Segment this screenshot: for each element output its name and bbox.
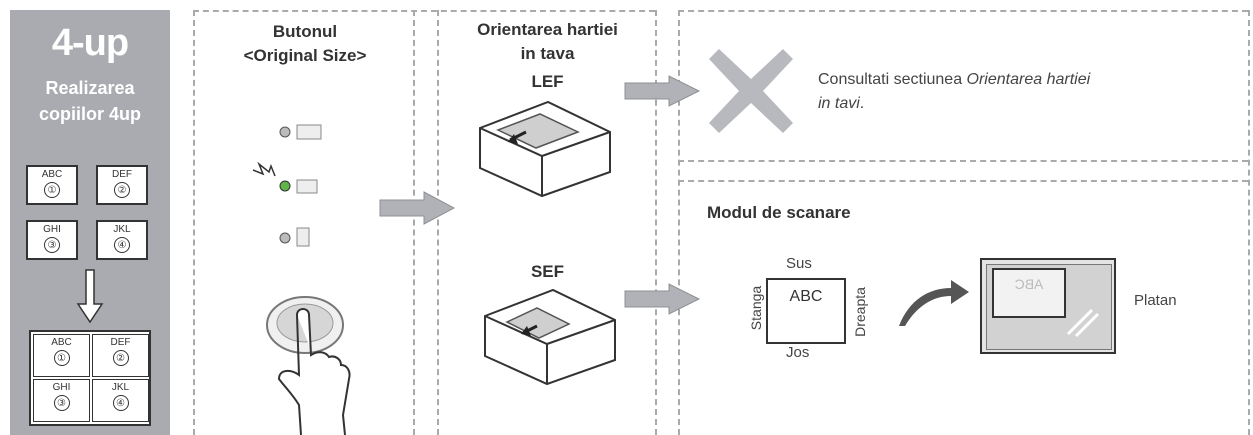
lef-label: LEF	[531, 72, 564, 91]
orientation-title-line1: Orientarea hartiei	[477, 20, 618, 39]
flash-icon	[252, 161, 276, 177]
tray-lef-icon	[479, 100, 611, 198]
scan-top-label: Sus	[786, 255, 812, 272]
arrow-right-icon	[624, 283, 701, 315]
combined-cell-1-number: ①	[53, 350, 70, 366]
press-button-icon	[266, 296, 351, 435]
divider-right-edge	[1248, 10, 1250, 435]
platen-document: ABC	[992, 268, 1066, 318]
combined-cell-3-label: GHI	[52, 382, 71, 393]
combined-cell-4-number: ④	[112, 395, 129, 411]
size-leds	[252, 124, 322, 247]
mode-title: 4-up	[51, 22, 129, 64]
mode-panel: 4-up Realizarea copiilor 4up ABC ① DEF ②…	[10, 10, 170, 435]
page-2-label: DEF	[112, 169, 132, 180]
glass-reflection-icon	[1066, 308, 1100, 338]
mode-subtitle-line2: copiilor 4up	[38, 104, 141, 124]
scan-original-text: ABC	[789, 288, 823, 305]
orientation-title-line2: in tava	[520, 44, 575, 63]
platen-document-text: ABC	[1014, 276, 1044, 292]
mode-subtitle-line1: Realizarea	[45, 78, 135, 98]
page-3-number: ③	[44, 237, 60, 253]
scan-right-label: Dreapta	[852, 287, 868, 337]
combined-cell-4-label: JKL	[111, 382, 130, 393]
scan-original: ABC	[766, 278, 846, 344]
arrow-right-icon	[379, 191, 456, 225]
combined-cell-4: JKL ④	[92, 379, 149, 422]
divider-scan-top	[678, 180, 1248, 182]
sef-label: SEF	[530, 262, 565, 281]
divider-right-sections	[678, 10, 680, 435]
divider-left	[193, 10, 195, 435]
page-4-number: ④	[114, 237, 130, 253]
combined-cell-3: GHI ③	[33, 379, 90, 422]
led-icon	[279, 232, 291, 244]
button-title-line2: <Original Size>	[243, 46, 367, 65]
consult-text-link-2: in tavi	[818, 95, 860, 112]
scan-left-label: Stanga	[748, 285, 764, 331]
original-page-4: JKL ④	[96, 220, 148, 260]
combined-cell-2-label: DEF	[110, 337, 131, 348]
divider-top	[193, 10, 655, 12]
divider-button	[413, 10, 415, 435]
tray-sef-icon	[484, 288, 616, 386]
led-active-icon	[279, 180, 291, 192]
consult-text-link-1: Orientarea hartiei	[966, 71, 1091, 88]
scan-title: Modul de scanare	[707, 203, 851, 222]
original-page-1: ABC ①	[26, 165, 78, 205]
platen-label: Platan	[1134, 292, 1177, 309]
divider-orientation-right	[655, 10, 657, 435]
curved-arrow-icon	[899, 280, 969, 326]
page-4-label: JKL	[113, 224, 131, 235]
platen: ABC	[980, 258, 1116, 354]
divider-orientation-left	[437, 10, 439, 435]
scan-bottom-label: Jos	[786, 344, 810, 361]
paper-icon	[296, 179, 318, 194]
combined-cell-1: ABC ①	[33, 334, 90, 377]
divider-top-right	[678, 10, 1248, 12]
combined-cell-2: DEF ②	[92, 334, 149, 377]
page-3-label: GHI	[43, 224, 61, 235]
arrow-right-icon	[624, 75, 701, 107]
original-page-3: GHI ③	[26, 220, 78, 260]
button-title-line1: Butonul	[272, 22, 338, 41]
combined-cell-3-number: ③	[53, 395, 70, 411]
paper-icon	[296, 124, 322, 140]
divider-consult-bottom	[678, 160, 1248, 162]
consult-text-plain: Consultati sectiunea	[818, 71, 967, 88]
down-arrow-icon	[76, 269, 104, 324]
combined-cell-2-number: ②	[112, 350, 129, 366]
combined-cell-1-label: ABC	[51, 337, 72, 348]
consult-text-end: .	[859, 95, 865, 112]
consult-text: Consultati sectiunea Orientarea hartiei …	[818, 68, 1238, 116]
page-2-number: ②	[114, 182, 130, 198]
not-applicable-icon	[709, 49, 793, 133]
paper-icon	[296, 227, 310, 247]
page-1-number: ①	[44, 182, 60, 198]
original-page-2: DEF ②	[96, 165, 148, 205]
led-icon	[279, 126, 291, 138]
combined-4up-page: ABC ① DEF ② GHI ③ JKL ④	[29, 330, 151, 426]
page-1-label: ABC	[41, 169, 63, 180]
